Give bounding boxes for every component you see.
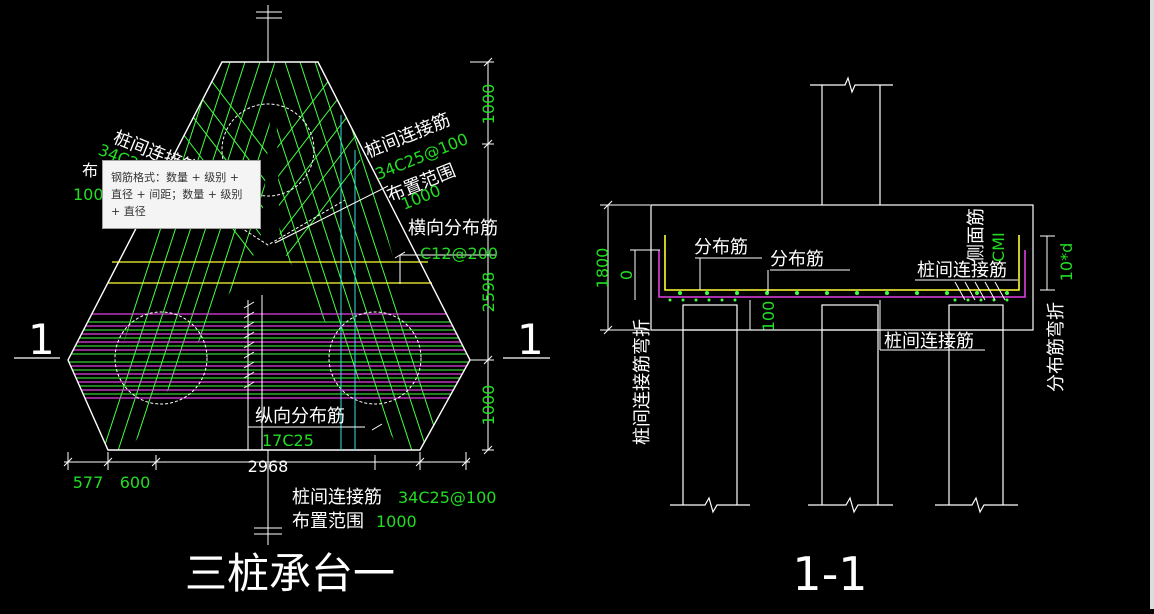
- section-dim-zero: 0: [617, 270, 636, 280]
- rebar-magenta: [68, 313, 470, 399]
- section-mark-left: 1: [28, 315, 55, 364]
- rebar-format-tooltip: 钢筋格式：数量 + 级别 + 直径 + 间距；数量 + 级别 + 直径: [102, 160, 261, 229]
- section-view: [600, 76, 1055, 514]
- cyan-guides: [340, 115, 356, 450]
- section-title: 1-1: [792, 547, 867, 601]
- bottom-bar-name: 桩间连接筋: [292, 487, 382, 508]
- bottom-bar-spec: 34C25@100: [398, 488, 496, 507]
- section-pile-bar-top: 桩间连接筋: [917, 260, 1007, 281]
- bottom-bar-range-value: 1000: [376, 512, 417, 531]
- longitudinal-rebar-marks: [243, 295, 383, 450]
- bottom-bar-range-label: 布置范围: [292, 511, 364, 532]
- section-rebar-green-dots: [668, 291, 1009, 302]
- section-dist-bar-2: 分布筋: [770, 249, 824, 270]
- section-column: [810, 76, 893, 205]
- section-leaders: [695, 257, 1018, 351]
- section-piles: [670, 304, 1018, 514]
- left-bar-range-2: 100: [73, 185, 104, 204]
- section-side-bar-spec: CMI: [989, 232, 1008, 262]
- dim-right-mid: 2598: [479, 272, 498, 313]
- cap-outline: [67, 61, 471, 451]
- rebar-yellow: [108, 261, 432, 284]
- transverse-name: 横向分布筋: [408, 218, 498, 239]
- section-dims: [600, 200, 1055, 335]
- section-mark-right: 1: [517, 315, 544, 364]
- plan-title: 三桩承台一: [185, 549, 395, 598]
- section-rebar-magenta: [658, 250, 1026, 298]
- section-dist-bar-1: 分布筋: [694, 237, 748, 258]
- rebar-band-bottom: [68, 321, 470, 395]
- plan-view: [14, 5, 550, 545]
- dim-bottom-b: 600: [120, 473, 151, 492]
- section-dim-10d: 10*d: [1057, 243, 1076, 282]
- rebar-band-left: [95, 62, 275, 450]
- dim-right-bottom: 1000: [479, 385, 498, 426]
- section-rebar-yellow: [664, 235, 1020, 291]
- section-dist-bar-bend: 分布筋弯折: [1046, 302, 1067, 392]
- section-dim-100: 100: [759, 301, 778, 332]
- longitudinal-name: 纵向分布筋: [255, 406, 345, 427]
- section-side-bar: 侧面筋: [966, 208, 987, 262]
- leader-transverse: [394, 251, 496, 284]
- plan-dim-bottom: [63, 452, 471, 470]
- section-pile-bar-bottom: 桩间连接筋: [884, 331, 974, 352]
- section-dim-height: 1800: [593, 248, 612, 289]
- left-bar-range-1: 布: [82, 161, 98, 180]
- longitudinal-spec: 17C25: [262, 431, 314, 450]
- transverse-spec: C12@200: [420, 244, 498, 263]
- leader-right-bar: [274, 185, 389, 244]
- dim-bottom-a: 577: [73, 473, 104, 492]
- section-labels: 1-1 分布筋 分布筋 桩间连接筋 桩间连接筋 侧面筋 CMI 桩间连接筋弯折 …: [593, 208, 1076, 601]
- dim-right-top: 1000: [479, 84, 498, 125]
- plan-dim-right: [470, 57, 494, 455]
- piles-plan: [114, 103, 422, 405]
- connection-dashes: [231, 199, 346, 246]
- dim-bottom-total: 2968: [248, 457, 289, 476]
- vertical-scrollbar[interactable]: [1150, 0, 1154, 609]
- section-pile-bar-bend: 桩间连接筋弯折: [632, 319, 653, 445]
